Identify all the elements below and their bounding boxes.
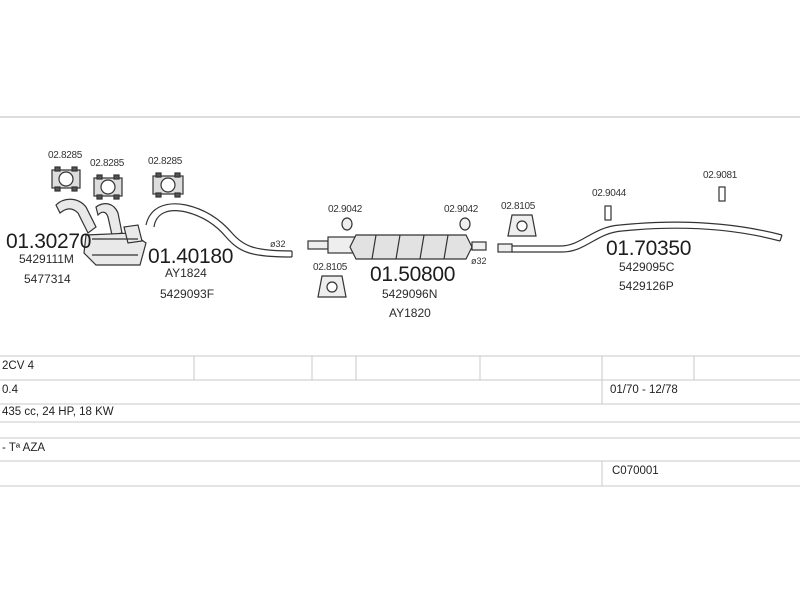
part-reference: 5429111M (19, 252, 74, 266)
accessory-code-label: 02.8105 (501, 201, 536, 212)
diameter-label: ø32 (471, 256, 487, 266)
part-reference: AY1824 (165, 266, 207, 280)
hanger-icon (341, 217, 353, 231)
accessory-code-label: 02.8285 (148, 156, 183, 167)
part-reference: 5429096N (382, 287, 438, 301)
catalog-code-cell: C070001 (612, 465, 659, 477)
accessory-code-label: 02.9042 (444, 204, 479, 215)
accessory-code-label: 02.8285 (90, 158, 125, 169)
hanger-icon (459, 217, 471, 231)
accessory-code-label: 02.9081 (703, 170, 738, 181)
vehicle-info-table-grid (0, 355, 800, 487)
rubber-mount-icon (317, 275, 347, 298)
engine-cell: 0.4 (2, 384, 18, 396)
part-number: 01.70350 (606, 237, 692, 260)
part-reference: 5429095C (619, 260, 675, 274)
power-cell: 435 cc, 24 HP, 18 KW (2, 406, 114, 418)
rear-pipe-drawing (497, 221, 783, 253)
bracket-icon (718, 186, 726, 202)
part-number: 01.30270 (6, 230, 92, 253)
type-cell: - Tª AZA (2, 442, 46, 454)
date-range-cell: 01/70 - 12/78 (610, 384, 678, 396)
intermediate-pipe-drawing (145, 203, 293, 258)
clamp-icon (152, 172, 184, 198)
clamp-icon (93, 174, 123, 200)
exhaust-diagram-frame: 02.8285 02.8285 02.8285 02.9042 02.9042 … (0, 115, 800, 488)
accessory-code-label: 02.9042 (328, 204, 363, 215)
part-reference: 5477314 (24, 272, 71, 286)
front-pipe-manifold-drawing (55, 198, 147, 266)
diameter-label: ø32 (270, 239, 286, 249)
part-number: 01.40180 (148, 245, 234, 268)
accessory-code-label: 02.9044 (592, 188, 627, 199)
part-reference: 5429126P (619, 279, 674, 293)
part-number: 01.50800 (370, 263, 456, 286)
part-reference: 5429093F (160, 287, 215, 301)
part-reference: AY1820 (389, 306, 431, 320)
accessory-code-label: 02.8105 (313, 262, 348, 273)
accessory-code-label: 02.8285 (48, 150, 83, 161)
rubber-mount-icon (507, 214, 537, 237)
exhaust-system-diagram (0, 116, 800, 487)
middle-silencer-drawing (307, 234, 487, 260)
bracket-icon (604, 205, 612, 221)
model-cell: 2CV 4 (2, 360, 34, 372)
clamp-icon (51, 166, 81, 192)
